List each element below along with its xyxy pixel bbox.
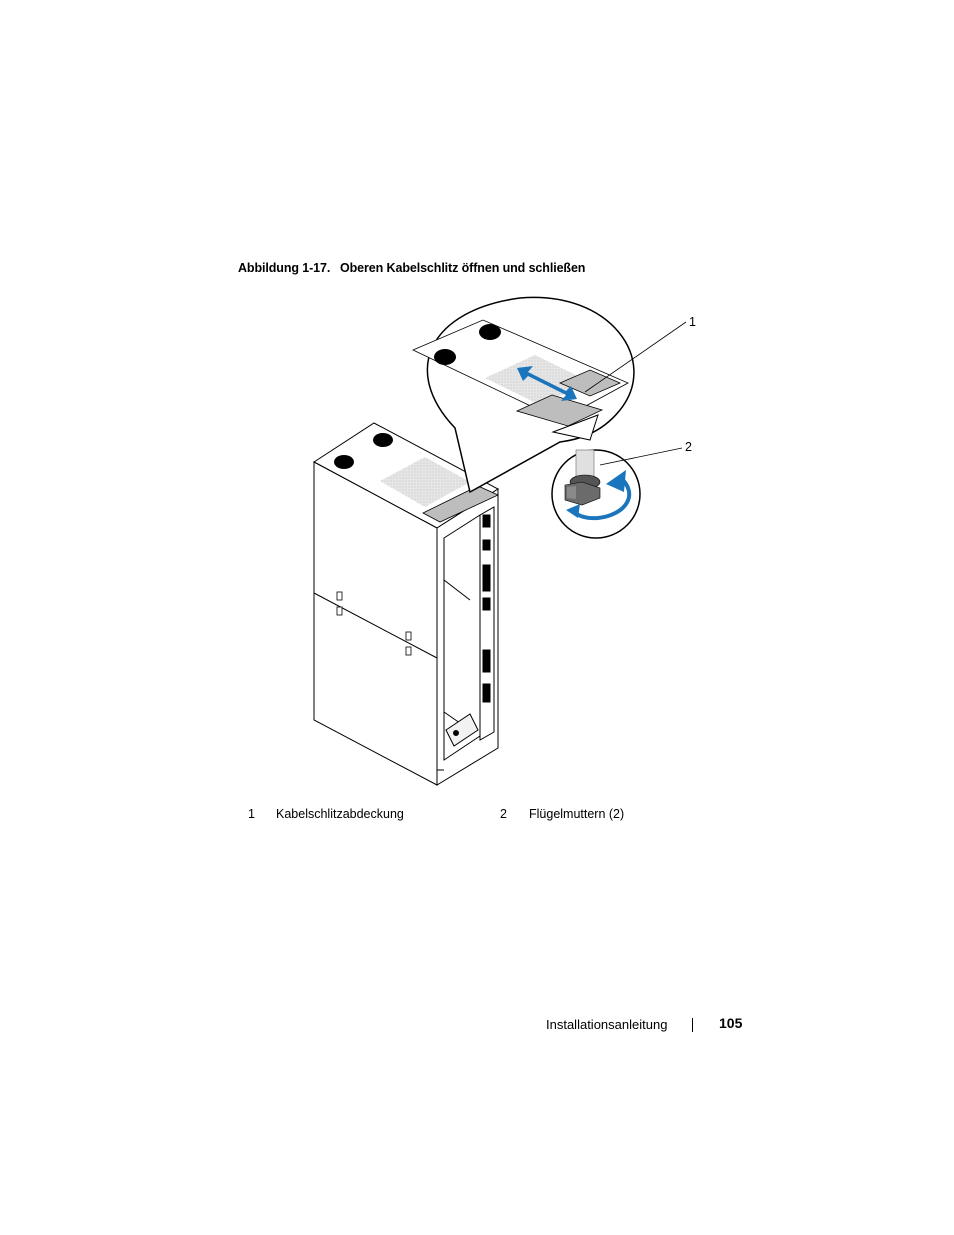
figure-caption: Abbildung 1-17. Oberen Kabelschlitz öffne… [238, 261, 585, 275]
panel-latches [336, 591, 412, 656]
page-number: 105 [719, 1015, 743, 1031]
slide-arrow-icon [517, 366, 577, 401]
figure-label: Abbildung 1-17. [238, 261, 331, 275]
rotate-arrowhead-icon [606, 470, 626, 492]
callout-2: 2 [685, 440, 692, 454]
figure-title: Oberen Kabelschlitz öffnen und schließen [340, 261, 586, 275]
rack-cabinet [313, 422, 499, 786]
legend-1-text: Kabelschlitzabdeckung [276, 807, 404, 821]
footer-separator [692, 1018, 693, 1032]
callout-leaders [584, 321, 687, 466]
rack-top-details [334, 433, 499, 523]
legend-2-text: Flügelmuttern (2) [529, 807, 625, 821]
cable-slot-cover [515, 394, 604, 427]
callout-1: 1 [689, 315, 696, 329]
footer-doc-title: Installationsanleitung [546, 1017, 668, 1032]
legend-2-number: 2 [500, 807, 507, 821]
zoom-bubble-cable-cover [412, 296, 635, 494]
legend-1-number: 1 [248, 807, 255, 821]
cable-slot-cover-small [422, 485, 499, 523]
zoom-bubble-wing-nut [551, 414, 641, 539]
